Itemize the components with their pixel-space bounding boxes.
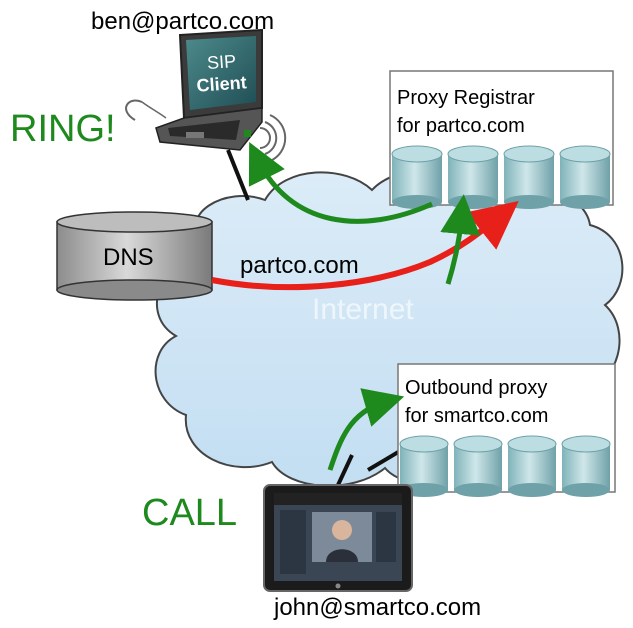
arrow-to-laptop <box>248 142 434 224</box>
disk <box>561 435 611 497</box>
proxy-registrar <box>389 70 614 209</box>
arrow-to-registrar <box>440 194 481 285</box>
outbound-proxy-disks <box>399 435 611 497</box>
laptop-link <box>226 149 250 201</box>
disk <box>507 435 557 497</box>
outbound-proxy-label: Outbound proxy for smartco.com <box>405 374 548 430</box>
wireless-waves-icon <box>259 114 287 162</box>
caller-address: john@smartco.com <box>274 594 482 621</box>
tablet-device <box>263 484 413 592</box>
dns-server <box>56 211 213 301</box>
outbound-proxy <box>397 363 616 497</box>
arrow-to-outbound-proxy <box>327 388 405 471</box>
ring-label: RING! <box>10 108 116 150</box>
disk <box>559 145 611 209</box>
proxy-registrar-label: Proxy Registrar for partco.com <box>397 84 535 140</box>
laptop-sip-client <box>125 28 263 151</box>
sip-label: SIP <box>206 51 236 73</box>
callee-address: ben@partco.com <box>91 8 275 35</box>
outbound-proxy-line1: Outbound proxy <box>405 377 548 399</box>
call-label: CALL <box>142 492 238 534</box>
outbound-proxy-line2: for smartco.com <box>405 405 549 427</box>
dns-label: DNS <box>103 244 154 271</box>
tablet-link <box>336 454 354 486</box>
domain-label: partco.com <box>240 252 359 279</box>
internet-label: Internet <box>312 293 414 326</box>
proxy-registrar-line1: Proxy Registrar <box>397 87 535 109</box>
disk <box>503 145 555 209</box>
proxy-registrar-line2: for partco.com <box>397 115 525 137</box>
disk <box>391 145 443 209</box>
green-call-arrows <box>248 142 481 471</box>
client-label: Client <box>196 72 247 95</box>
disk <box>447 145 499 209</box>
disk <box>453 435 503 497</box>
